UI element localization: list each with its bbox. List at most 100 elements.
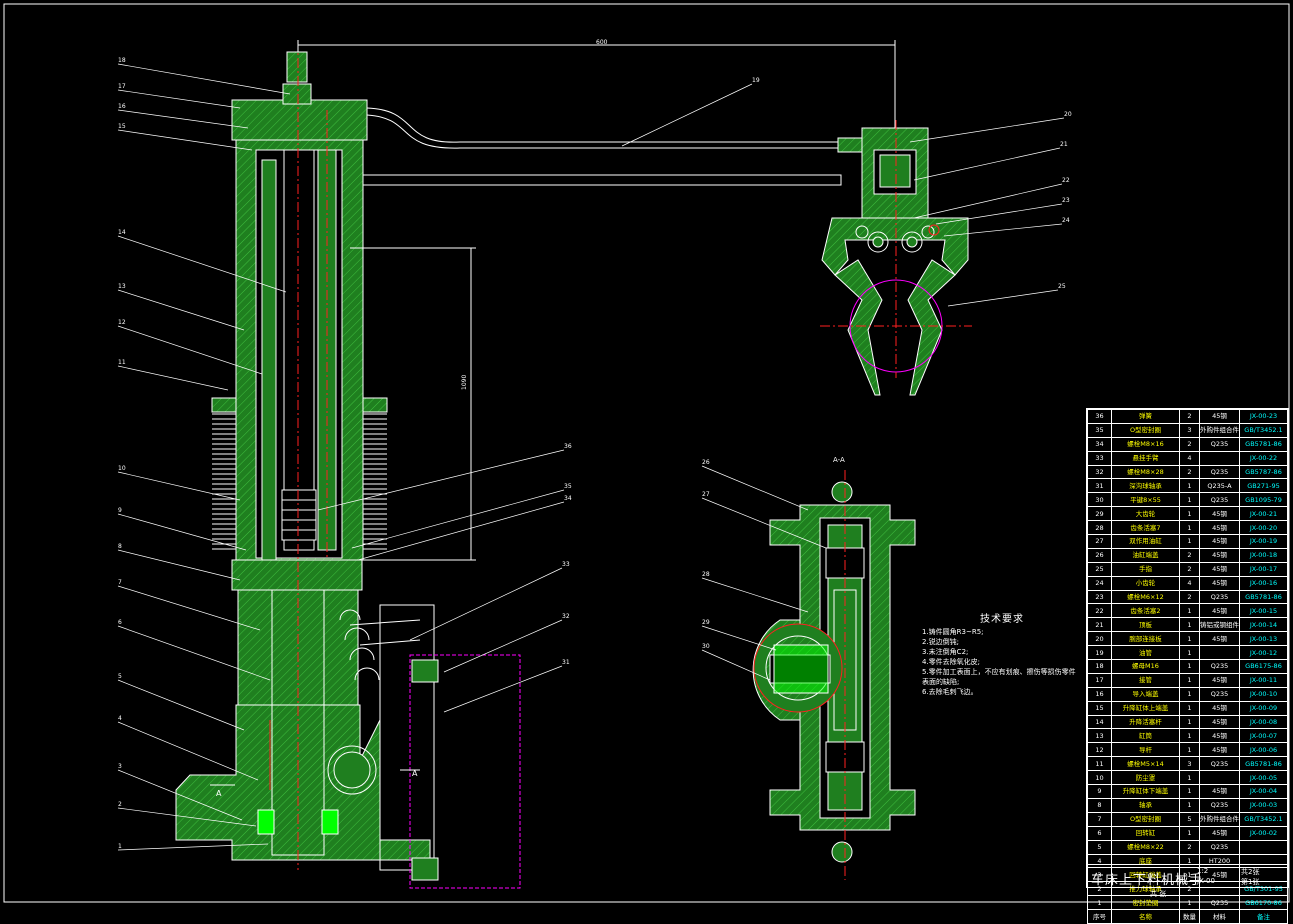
callout-leader: [117, 325, 263, 375]
bom-cell: Q235: [1199, 492, 1240, 508]
bom-cell: 45钢: [1199, 714, 1240, 730]
sheet-number: 第1张: [1241, 878, 1260, 886]
drawing-title: 车床上下料机械手: [1091, 873, 1204, 888]
callout-label: 32: [562, 613, 570, 620]
technical-requirements: 技术要求 1.铸件圆角R3~R5; 2.锐边倒钝; 3.未注倒角C2; 4.零件…: [922, 615, 1082, 697]
bom-cell: 45钢: [1199, 672, 1240, 688]
callout-label: 33: [562, 561, 570, 568]
callout-leader: [117, 129, 253, 151]
tech-item: 6.去除毛刺飞边。: [922, 688, 978, 696]
bom-cell: JX-00-02: [1239, 825, 1288, 841]
drawing-number: JX-00: [1197, 877, 1215, 885]
bom-cell: JX-00-09: [1239, 700, 1288, 716]
bom-cell: 14: [1087, 714, 1112, 730]
callout-label: 7: [118, 579, 122, 586]
bom-cell: 45钢: [1199, 409, 1240, 424]
lower-flange: [231, 559, 363, 591]
callout-leader: [701, 577, 809, 613]
callout-leader: [117, 235, 287, 293]
bom-cell: 外购件组合件: [1199, 811, 1240, 827]
bom-cell: Q235: [1199, 659, 1240, 674]
bom-cell: 外购件组合件: [1199, 422, 1240, 438]
bom-cell: 34: [1087, 436, 1112, 452]
callout-leader: [117, 679, 245, 731]
bom-cell: JX-00-16: [1239, 575, 1288, 591]
callout-leader: [701, 497, 827, 549]
bom-cell: GB5781-86: [1239, 589, 1288, 605]
bom-cell: 螺栓M5×14: [1111, 756, 1180, 772]
callout-leader: [701, 649, 771, 681]
callout-leader: [117, 63, 291, 95]
bom-cell: 13: [1087, 728, 1112, 744]
callout-label: 30: [702, 643, 710, 650]
bom-cell: 45钢: [1199, 631, 1240, 647]
callout-label: 24: [1062, 217, 1070, 224]
bom-cell: [1239, 839, 1288, 855]
bom-cell: 2: [1179, 464, 1200, 480]
bom-cell: 1: [1179, 770, 1200, 786]
section-a-a: A-A: [752, 456, 916, 880]
bom-cell: GB/T3452.1: [1239, 422, 1288, 438]
bom-cell: 深沟球轴承: [1111, 478, 1180, 494]
bom-cell: 45钢: [1199, 603, 1240, 619]
bom-cell: 1: [1179, 603, 1200, 619]
callout-label: 21: [1060, 141, 1068, 148]
bom-cell: 螺栓M8×16: [1111, 436, 1180, 452]
bom-cell: 30: [1087, 492, 1112, 508]
scale-value: 1:2: [1197, 867, 1209, 875]
callout-leader: [909, 117, 1065, 143]
bom-cell: 11: [1087, 756, 1112, 772]
bom-cell: JX-00-22: [1239, 450, 1288, 466]
bom-cell: Q235: [1199, 589, 1240, 605]
bom-cell: JX-00-21: [1239, 506, 1288, 522]
bom-cell: 22: [1087, 603, 1112, 619]
bom-cell: 1: [1179, 520, 1200, 536]
bom-cell: [1199, 645, 1240, 661]
callout-label: 14: [118, 229, 126, 236]
callout-leader: [913, 183, 1063, 219]
bom-cell: 27: [1087, 534, 1112, 549]
bom-cell: 20: [1087, 631, 1112, 647]
callout-label: 2: [118, 801, 122, 808]
callout-label: 31: [562, 659, 570, 666]
bom-cell: 悬挂手臂: [1111, 450, 1180, 466]
bom-cell: 28: [1087, 520, 1112, 536]
callout-leader: [357, 501, 565, 561]
sheet-total: 共2张: [1241, 868, 1260, 876]
bom-cell: 45钢: [1199, 700, 1240, 716]
top-cap: [231, 99, 368, 141]
bom-cell: 45钢: [1199, 784, 1240, 799]
bom-cell: GB/T3452.1: [1239, 811, 1288, 827]
bottom-cell: 共 张: [1150, 890, 1167, 898]
bom-cell: 轴承: [1111, 797, 1180, 813]
bom-cell: 26: [1087, 547, 1112, 563]
bom-cell: 1: [1179, 672, 1200, 688]
bom-cell: JX-00-03: [1239, 797, 1288, 813]
callout-label: 9: [118, 507, 122, 514]
top-nut: [286, 51, 308, 83]
bom-cell: 腕部连接板: [1111, 631, 1180, 647]
bom-cell: 1: [1179, 895, 1200, 911]
bom-cell: 3: [1179, 756, 1200, 772]
callout-leader: [351, 489, 565, 549]
callout-label: 19: [752, 77, 760, 84]
dimension-1090: 1090: [461, 375, 468, 390]
bom-cell: JX-00-10: [1239, 686, 1288, 702]
bom-cell: 平键8×55: [1111, 492, 1180, 508]
tech-item: 5.零件加工表面上，不应有划痕、擦伤等损伤零件表面的缺陷;: [922, 668, 1076, 686]
bom-cell: 16: [1087, 686, 1112, 702]
